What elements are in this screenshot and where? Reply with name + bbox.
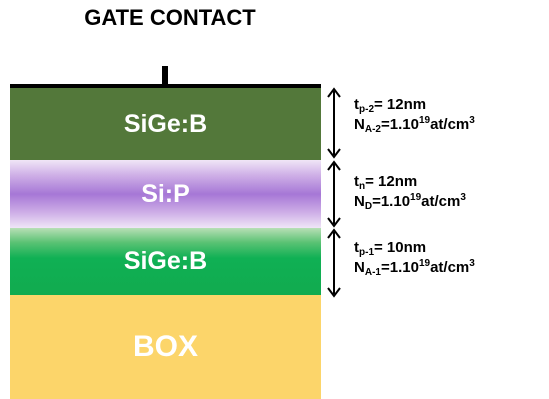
doping-exponent: 19 (418, 115, 431, 126)
middle-doping-label: ND=1.1019at/cm3 (354, 192, 466, 212)
doping-exponent: 19 (410, 192, 422, 203)
doping-value: =1.10 (372, 193, 411, 210)
doping-symbol: N (354, 259, 365, 276)
sige-bottom-layer: SiGe:B (10, 228, 321, 295)
top-thickness-label: tp-2= 12nm (354, 95, 475, 115)
top-layer-annotation: tp-2= 12nm NA-2=1.1019at/cm3 (354, 95, 475, 135)
doping-unit-exponent: 3 (469, 258, 475, 269)
si-p-layer-label: Si:P (141, 179, 190, 208)
sige-bottom-layer-label: SiGe:B (123, 247, 208, 275)
top-doping-label: NA-2=1.1019at/cm3 (354, 115, 475, 135)
gate-contact-title: GATE CONTACT (84, 5, 256, 30)
thickness-value: = 12nm (374, 96, 427, 113)
sige-top-layer-label: SiGe:B (123, 109, 208, 138)
thickness-value: = 12nm (365, 173, 418, 190)
thickness-subscript: p-1 (359, 247, 374, 258)
thickness-symbol: t (354, 239, 359, 256)
doping-unit: at/cm (421, 193, 461, 210)
doping-subscript: D (364, 201, 373, 212)
doping-unit-exponent: 3 (460, 192, 466, 203)
doping-unit-exponent: 3 (469, 115, 475, 126)
doping-value: =1.10 (380, 116, 419, 133)
double-arrow-icon (327, 228, 341, 298)
doping-symbol: N (354, 193, 365, 210)
thickness-symbol: t (354, 96, 359, 113)
thickness-subscript: n (359, 181, 366, 192)
box-layer-label: BOX (132, 330, 198, 363)
thickness-value: = 10nm (374, 239, 427, 256)
thickness-arrow-middle (326, 160, 342, 228)
si-p-layer: Si:P (10, 160, 321, 228)
bottom-thickness-label: tp-1= 10nm (354, 238, 475, 258)
doping-exponent: 19 (418, 258, 431, 269)
thickness-subscript: p-2 (359, 104, 374, 115)
thickness-symbol: t (354, 173, 359, 190)
thickness-arrow-bottom (326, 228, 342, 298)
doping-symbol: N (354, 116, 365, 133)
middle-layer-annotation: tn= 12nm ND=1.1019at/cm3 (354, 172, 466, 212)
middle-thickness-label: tn= 12nm (354, 172, 466, 192)
gate-contact-electrode (10, 84, 321, 88)
double-arrow-icon (327, 87, 341, 159)
box-layer: BOX (10, 295, 321, 399)
gate-contact-stem (162, 66, 168, 84)
bottom-doping-label: NA-1=1.1019at/cm3 (354, 258, 475, 278)
bottom-layer-annotation: tp-1= 10nm NA-1=1.1019at/cm3 (354, 238, 475, 278)
doping-value: =1.10 (380, 259, 419, 276)
sige-top-layer: SiGe:B (10, 88, 321, 160)
double-arrow-icon (327, 160, 341, 228)
doping-unit: at/cm (430, 116, 470, 133)
doping-subscript: A-1 (364, 267, 381, 278)
doping-subscript: A-2 (364, 124, 381, 135)
doping-unit: at/cm (430, 259, 470, 276)
thickness-arrow-top (326, 87, 342, 159)
